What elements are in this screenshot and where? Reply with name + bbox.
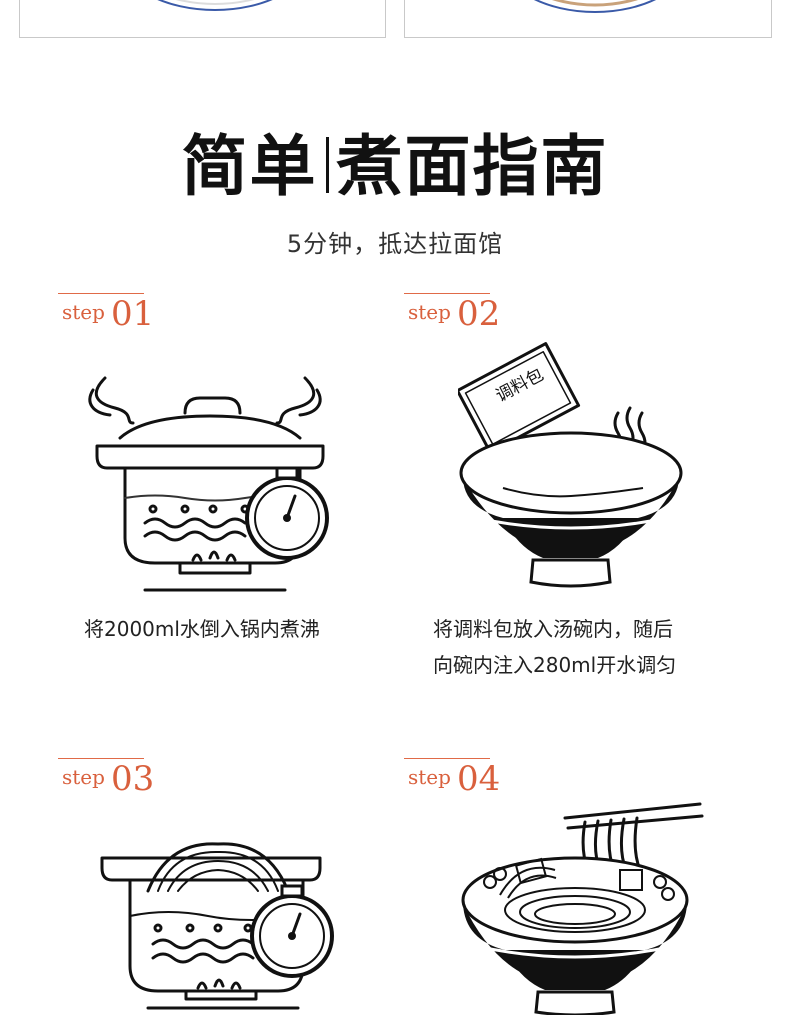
product-card-right	[404, 0, 772, 38]
step-02-text: 将调料包放入汤碗内，随后 向碗内注入280ml开水调匀	[433, 611, 676, 683]
plate-rim-icon	[157, 0, 273, 11]
pot-boiling-icon	[88, 376, 329, 592]
product-card-left	[19, 0, 386, 38]
step-02-line-2: 向碗内注入280ml开水调匀	[433, 653, 677, 677]
noodle-bowl-chopsticks-icon	[461, 802, 704, 1015]
plate-rim-icon	[533, 0, 657, 13]
step-number: 02	[456, 294, 501, 334]
soup-bowl-icon	[459, 431, 683, 588]
title-divider	[325, 137, 329, 193]
step-number: 03	[110, 759, 155, 799]
title-left: 简单	[181, 127, 318, 205]
packet-label: 调料包	[493, 365, 547, 407]
step-number: 04	[456, 759, 501, 799]
page-title: 简单煮面指南	[0, 128, 790, 204]
noodles-in-pot-icon	[100, 842, 334, 1010]
step-word: step	[62, 300, 105, 324]
step-word: step	[62, 765, 105, 789]
seasoning-packet-icon: 调料包	[458, 342, 683, 588]
page-subtitle: 5分钟，抵达拉面馆	[286, 230, 504, 258]
soup-bowl-icon	[461, 856, 689, 1015]
step-word: step	[408, 300, 451, 324]
title-right: 煮面指南	[336, 127, 609, 205]
step-number: 01	[110, 294, 155, 334]
step-word: step	[408, 765, 451, 789]
stopwatch-icon	[250, 884, 334, 978]
step-02-line-1: 将调料包放入汤碗内，随后	[433, 617, 673, 641]
stopwatch-icon	[245, 466, 329, 560]
step-01-text: 将2000ml水倒入锅内煮沸	[84, 617, 320, 641]
